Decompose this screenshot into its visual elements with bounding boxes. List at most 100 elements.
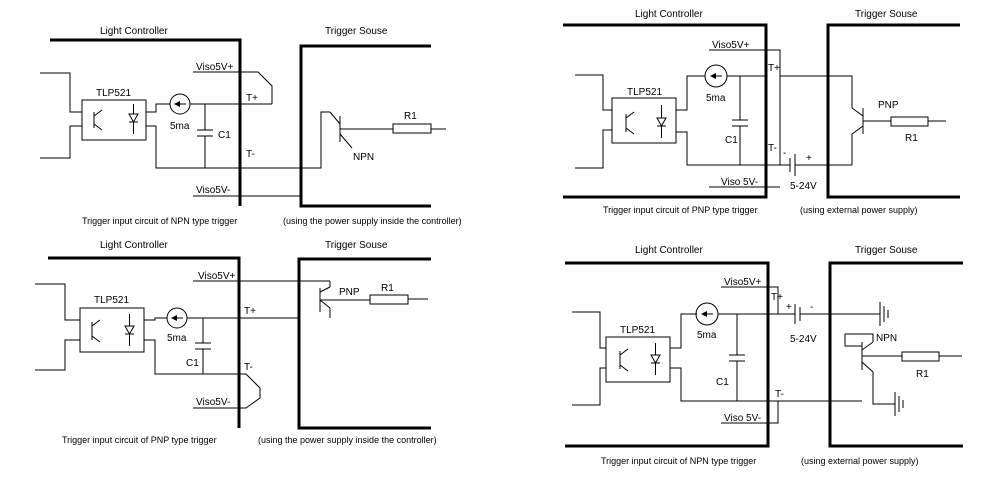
trigger-title: Trigger Souse [325,26,388,37]
opto-label: TLP521 [94,295,129,306]
cap-label: C1 [218,130,231,141]
trigger-title: Trigger Souse [325,240,388,251]
controller-box [563,23,768,199]
wire-tminus [146,125,301,169]
controller-title: Light Controller [635,9,703,20]
current-label: 5ma [170,121,190,132]
battery-icon [785,154,852,176]
battery-plus: + [786,302,792,313]
phototransistor-icon [619,348,629,372]
trigger-box [299,44,431,208]
optocoupler [611,97,677,144]
led-icon [650,343,661,375]
battery-plus: + [806,153,812,164]
opto-label: TLP521 [96,88,131,99]
vplus-label: Viso5V+ [724,277,762,288]
pnp-transistor-icon [851,107,864,165]
tplus-label: T+ [244,306,256,317]
wire-vminus [721,401,779,424]
caption-left: Trigger input circuit of NPN type trigge… [601,456,756,466]
capacitor-c1-icon [732,76,748,165]
npn-transistor-icon [329,111,353,149]
caption-right: (using the power supply inside the contr… [283,216,462,226]
panel-pnp-internal: Light Controller Trigger Souse TLP521 5m… [35,240,437,445]
resistor-r1-icon [369,294,409,305]
tminus-label: T- [244,362,253,373]
transistor-label: PNP [878,100,899,111]
tplus-label: T+ [771,292,783,303]
controller-box [565,261,770,448]
vminus-label: Viso5V- [196,397,230,408]
trigger-title: Trigger Souse [855,245,918,256]
input-wire [40,72,82,113]
current-label: 5ma [697,330,717,341]
phototransistor-icon [93,109,103,131]
battery-minus: - [810,302,813,313]
vplus-label: Viso5V+ [198,271,236,282]
battery-icon [790,304,880,324]
current-label: 5ma [167,333,187,344]
capacitor-c1-icon [197,104,213,168]
input-wire [40,125,82,159]
supply-label: 5-24V [790,181,817,192]
input-wire [575,129,612,169]
input-wire [572,311,606,349]
caption-right: (using the power supply inside the contr… [258,435,437,445]
panel-npn-internal: Light Controller Trigger Souse TLP521 5m… [40,26,462,226]
wire [144,317,167,321]
capacitor-c1-icon [729,314,745,401]
vminus-label: Viso 5V- [724,413,761,424]
resistor-r1-icon [890,116,929,127]
wire-tminus [676,131,785,166]
cap-label: C1 [186,358,199,369]
cap-label: C1 [716,377,729,388]
input-wire [572,367,606,406]
phototransistor-icon [625,111,635,135]
transistor-label: PNP [339,287,360,298]
wire-tminus [144,339,261,409]
led-icon [656,105,667,138]
tminus-label: T- [768,143,777,154]
resistor-label: R1 [404,111,417,122]
npn-transistor-icon [861,341,895,405]
caption-left: Trigger input circuit of NPN type trigge… [82,216,237,226]
tplus-label: T+ [768,63,780,74]
phototransistor-icon [91,319,101,343]
controller-box [48,256,241,428]
caption-left: Trigger input circuit of PNP type trigge… [603,205,758,215]
optocoupler [605,336,671,383]
trigger-box [826,23,960,199]
wire-vplus [709,49,781,165]
transistor-label: NPN [876,333,897,344]
panel-npn-external: Light Controller Trigger Souse TLP521 5m… [565,245,963,466]
resistor-label: R1 [905,133,918,144]
controller-title: Light Controller [100,26,168,37]
controller-box [50,38,242,206]
wire-vplus [721,286,779,314]
transistor-label: NPN [353,152,374,163]
ground-icon [894,392,904,416]
wire [845,333,902,357]
input-wire [575,74,612,111]
battery-minus: - [783,148,786,159]
wire [670,313,697,349]
trigger-title: Trigger Souse [855,9,918,20]
wire [676,75,705,111]
controller-title: Light Controller [100,240,168,251]
vminus-label: Viso 5V- [721,177,758,188]
wire [146,103,170,113]
wire [301,111,330,169]
current-label: 5ma [706,93,726,104]
led-icon [128,104,139,134]
vminus-label: Viso5V- [196,185,230,196]
caption-right: (using external power supply) [801,456,919,466]
led-icon [124,314,135,346]
wire [780,75,853,108]
wire [844,334,862,347]
input-wire [35,339,80,371]
resistor-r1-icon [901,351,940,362]
trigger-box [828,261,963,448]
opto-label: TLP521 [620,325,655,336]
wire-vplus [193,71,273,104]
